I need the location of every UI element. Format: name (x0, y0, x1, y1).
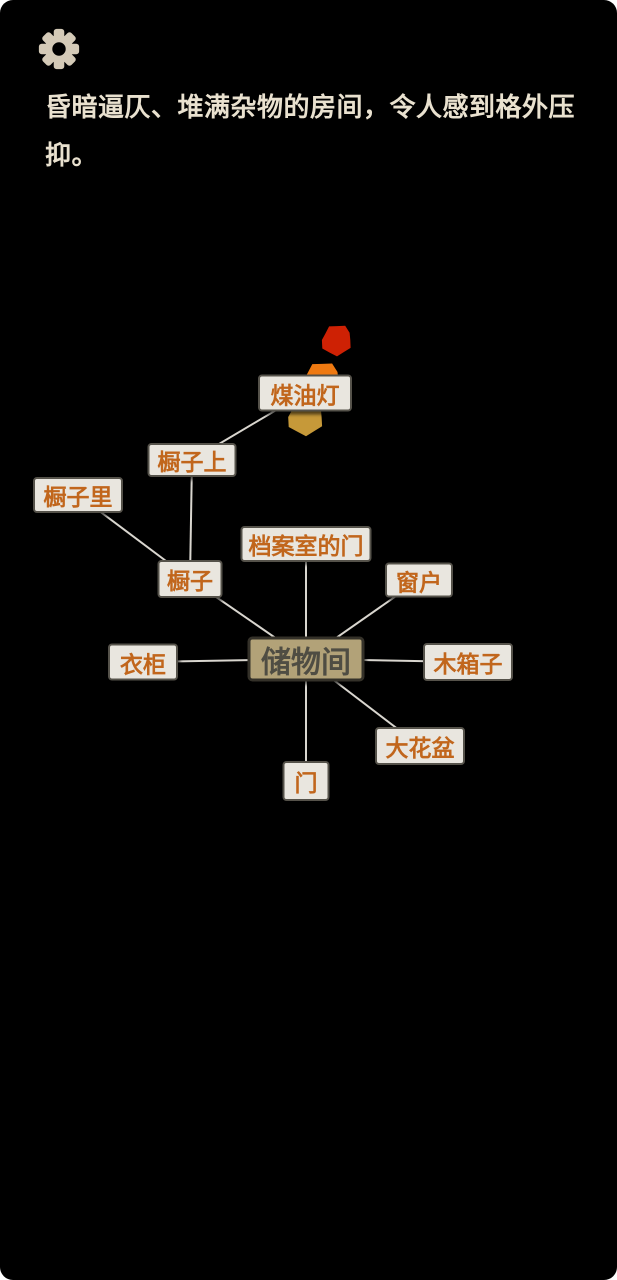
map-node-men[interactable]: 门 (282, 761, 330, 801)
map-node-chuanghu[interactable]: 窗户 (385, 562, 453, 598)
room-description: 昏暗逼仄、堆满杂物的房间，令人感到格外压抑。 (45, 93, 576, 170)
map-node-chuwujian[interactable]: 储物间 (247, 636, 365, 682)
map-node-dahuapen[interactable]: 大花盆 (375, 727, 465, 765)
map-node-muxiangzi[interactable]: 木箱子 (423, 643, 513, 681)
map-node-meiyoudeng[interactable]: 煤油灯 (258, 374, 352, 412)
map-node-yigui[interactable]: 衣柜 (108, 643, 178, 681)
gear-icon (36, 28, 82, 75)
settings-button[interactable] (36, 26, 82, 72)
map-node-chuzi[interactable]: 橱子 (157, 560, 223, 598)
map-node-chuzishang[interactable]: 橱子上 (147, 443, 237, 477)
lamp-glow-blob (321, 325, 351, 357)
map-edge (189, 459, 193, 580)
map-node-danganshidemen[interactable]: 档案室的门 (240, 526, 372, 562)
map-node-chuzili[interactable]: 橱子里 (33, 477, 123, 513)
